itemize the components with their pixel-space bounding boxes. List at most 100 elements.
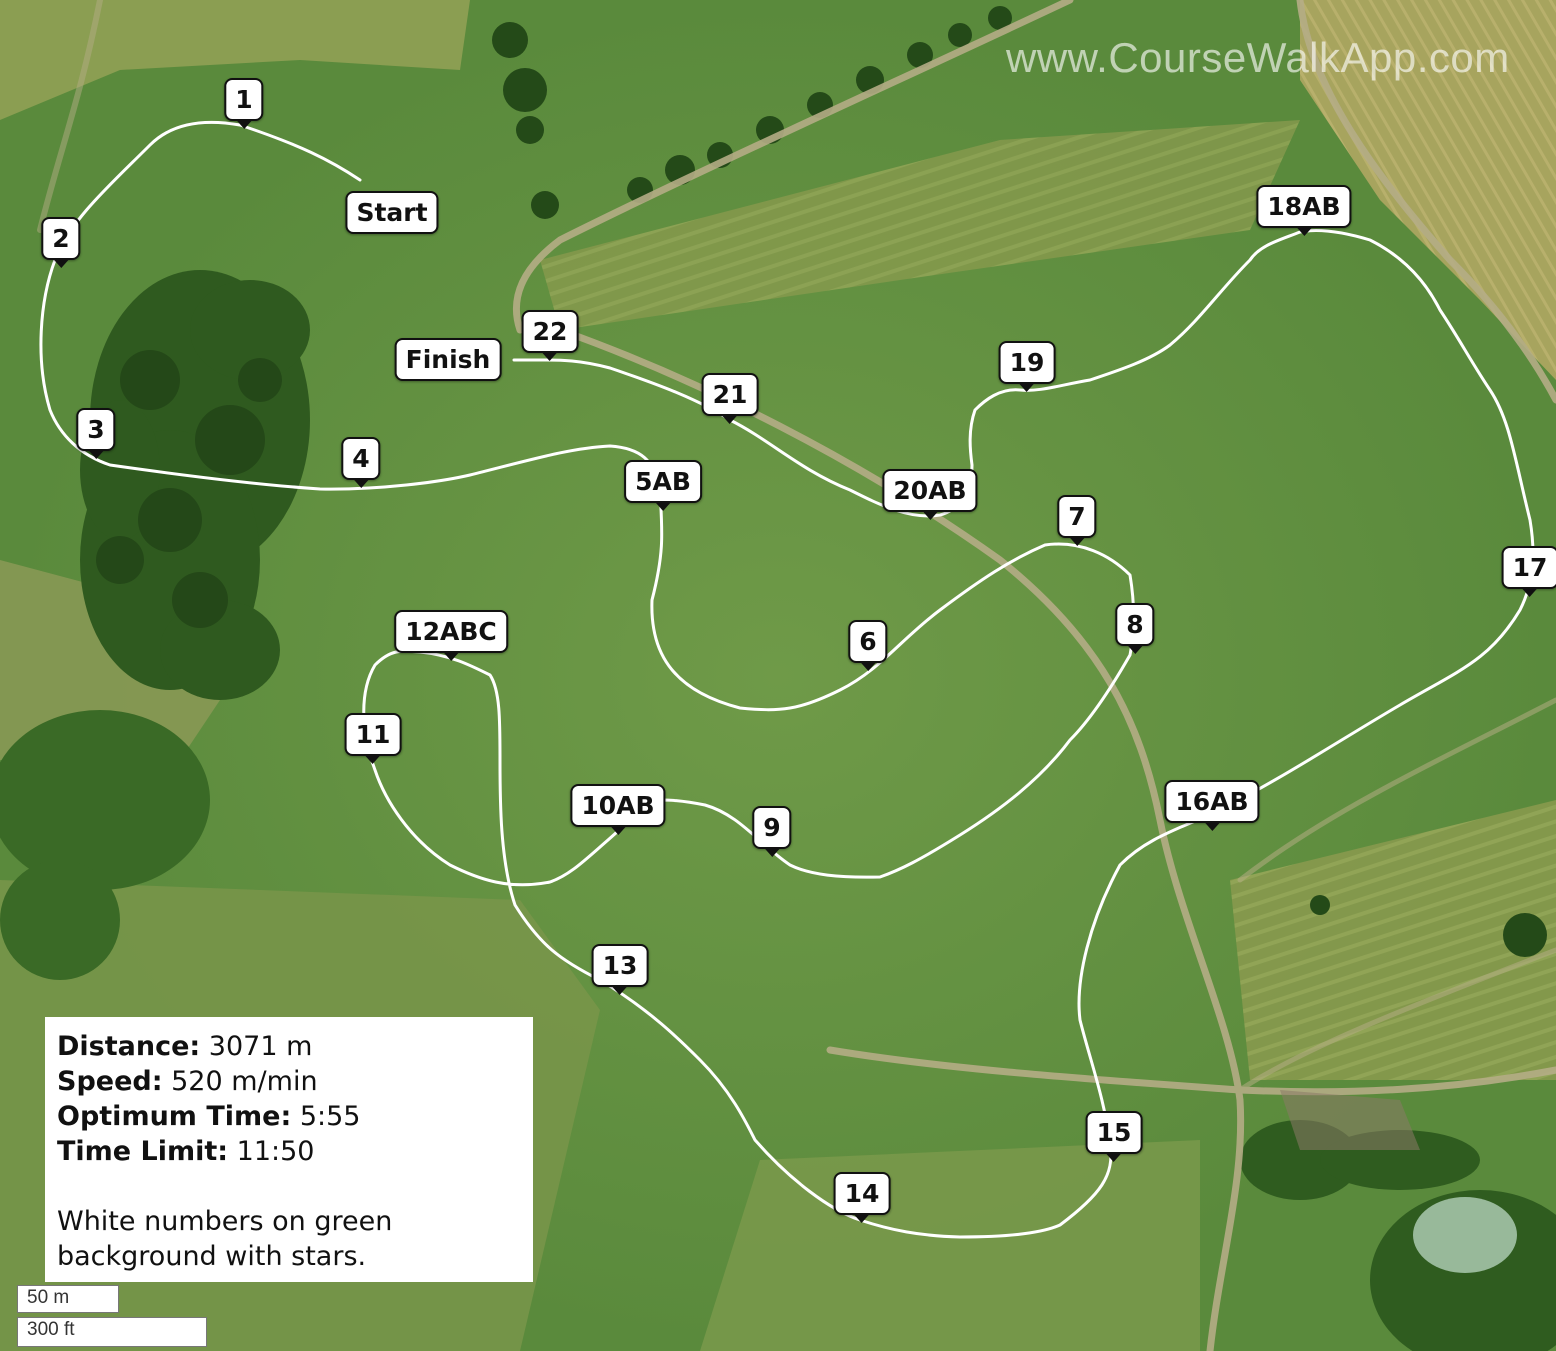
start-marker[interactable]: Start (345, 191, 439, 234)
marker-label: 14 (833, 1172, 891, 1215)
fence-marker-1[interactable]: 1 (224, 78, 264, 129)
marker-pointer (921, 511, 938, 520)
marker-pointer (88, 450, 104, 459)
fence-marker-12abc[interactable]: 12ABC (394, 610, 508, 661)
field-southeast (1230, 800, 1556, 1080)
fence-marker-10ab[interactable]: 10AB (570, 784, 666, 835)
fence-marker-21[interactable]: 21 (701, 373, 759, 424)
marker-label: 6 (848, 620, 888, 663)
fence-marker-13[interactable]: 13 (591, 944, 649, 995)
marker-pointer (1521, 588, 1538, 597)
marker-label: 4 (341, 437, 381, 480)
marker-pointer (1295, 227, 1312, 236)
field-northwest (0, 0, 470, 120)
fence-marker-20ab[interactable]: 20AB (882, 469, 978, 520)
speed-value: 520 m/min (171, 1066, 318, 1097)
field-west-lower (0, 560, 220, 760)
marker-label: 21 (701, 373, 759, 416)
marker-pointer (1069, 537, 1085, 546)
village-buildings (1280, 1090, 1420, 1150)
marker-pointer (1105, 1153, 1122, 1162)
marker-pointer (764, 848, 780, 857)
marker-pointer (364, 755, 381, 764)
marker-pointer (609, 826, 626, 835)
marker-pointer (860, 662, 876, 671)
marker-label: 11 (344, 713, 402, 756)
fence-marker-11[interactable]: 11 (344, 713, 402, 764)
fence-marker-8[interactable]: 8 (1115, 603, 1155, 654)
optimum-time-row: Optimum Time: 5:55 (57, 1099, 521, 1134)
time-limit-row: Time Limit: 11:50 (57, 1134, 521, 1169)
distance-row: Distance: 3071 m (57, 1029, 521, 1064)
tree-line-north (492, 6, 1547, 957)
field-northeast (1300, 0, 1556, 380)
course-note: White numbers on green background with s… (57, 1204, 521, 1274)
fence-marker-7[interactable]: 7 (1057, 495, 1097, 546)
time-limit-label: Time Limit: (57, 1136, 229, 1167)
distance-value: 3071 m (208, 1031, 313, 1062)
field-south (700, 1140, 1200, 1351)
fence-marker-5ab[interactable]: 5AB (624, 460, 702, 511)
fence-marker-6[interactable]: 6 (848, 620, 888, 671)
marker-label: 19 (998, 341, 1056, 384)
pond (1413, 1197, 1517, 1273)
tracks (37, 0, 1556, 1351)
marker-pointer (442, 652, 459, 661)
fence-marker-14[interactable]: 14 (833, 1172, 891, 1223)
marker-label: 9 (752, 806, 792, 849)
marker-label: 17 (1501, 546, 1556, 589)
fence-marker-15[interactable]: 15 (1085, 1111, 1143, 1162)
marker-label: 3 (76, 408, 116, 451)
marker-pointer (541, 352, 558, 361)
marker-label: 22 (521, 310, 579, 353)
fence-marker-16ab[interactable]: 16AB (1164, 780, 1260, 831)
marker-pointer (655, 502, 671, 511)
scale-bar-imperial: 300 ft (17, 1317, 207, 1347)
optimum-time-value: 5:55 (299, 1101, 361, 1132)
distance-label: Distance: (57, 1031, 201, 1062)
marker-label: 2 (41, 217, 81, 260)
marker-pointer (236, 120, 252, 129)
woodland-west-dark (96, 350, 282, 628)
marker-label: Start (345, 191, 439, 234)
marker-label: 8 (1115, 603, 1155, 646)
speed-label: Speed: (57, 1066, 163, 1097)
fence-marker-17[interactable]: 17 (1501, 546, 1556, 597)
marker-label: 10AB (570, 784, 666, 827)
marker-pointer (353, 479, 369, 488)
fence-marker-22[interactable]: 22 (521, 310, 579, 361)
marker-pointer (53, 259, 69, 268)
fence-marker-2[interactable]: 2 (41, 217, 81, 268)
course-note-line: White numbers on green (57, 1206, 393, 1237)
marker-pointer (1018, 383, 1035, 392)
marker-pointer (1203, 822, 1220, 831)
marker-label: 15 (1085, 1111, 1143, 1154)
speed-row: Speed: 520 m/min (57, 1064, 521, 1099)
course-note-line: background with stars. (57, 1241, 367, 1272)
fence-marker-3[interactable]: 3 (76, 408, 116, 459)
woodland-southwest (0, 710, 210, 980)
marker-label: 12ABC (394, 610, 508, 653)
marker-label: 5AB (624, 460, 702, 503)
time-limit-value: 11:50 (236, 1136, 315, 1167)
marker-label: 16AB (1164, 780, 1260, 823)
marker-pointer (721, 415, 738, 424)
finish-marker[interactable]: Finish (394, 338, 502, 381)
marker-label: Finish (394, 338, 502, 381)
marker-label: 1 (224, 78, 264, 121)
marker-label: 18AB (1256, 185, 1352, 228)
marker-label: 7 (1057, 495, 1097, 538)
fence-marker-19[interactable]: 19 (998, 341, 1056, 392)
watermark: www.CourseWalkApp.com (1006, 34, 1510, 81)
marker-pointer (611, 986, 628, 995)
course-info-panel: Distance: 3071 m Speed: 520 m/min Optimu… (45, 1017, 533, 1282)
fence-marker-4[interactable]: 4 (341, 437, 381, 488)
optimum-time-label: Optimum Time: (57, 1101, 292, 1132)
fence-marker-18ab[interactable]: 18AB (1256, 185, 1352, 236)
marker-label: 20AB (882, 469, 978, 512)
scale-bar-metric: 50 m (17, 1285, 119, 1313)
fence-marker-9[interactable]: 9 (752, 806, 792, 857)
field-center-strip (540, 120, 1300, 330)
marker-label: 13 (591, 944, 649, 987)
marker-pointer (1127, 645, 1143, 654)
